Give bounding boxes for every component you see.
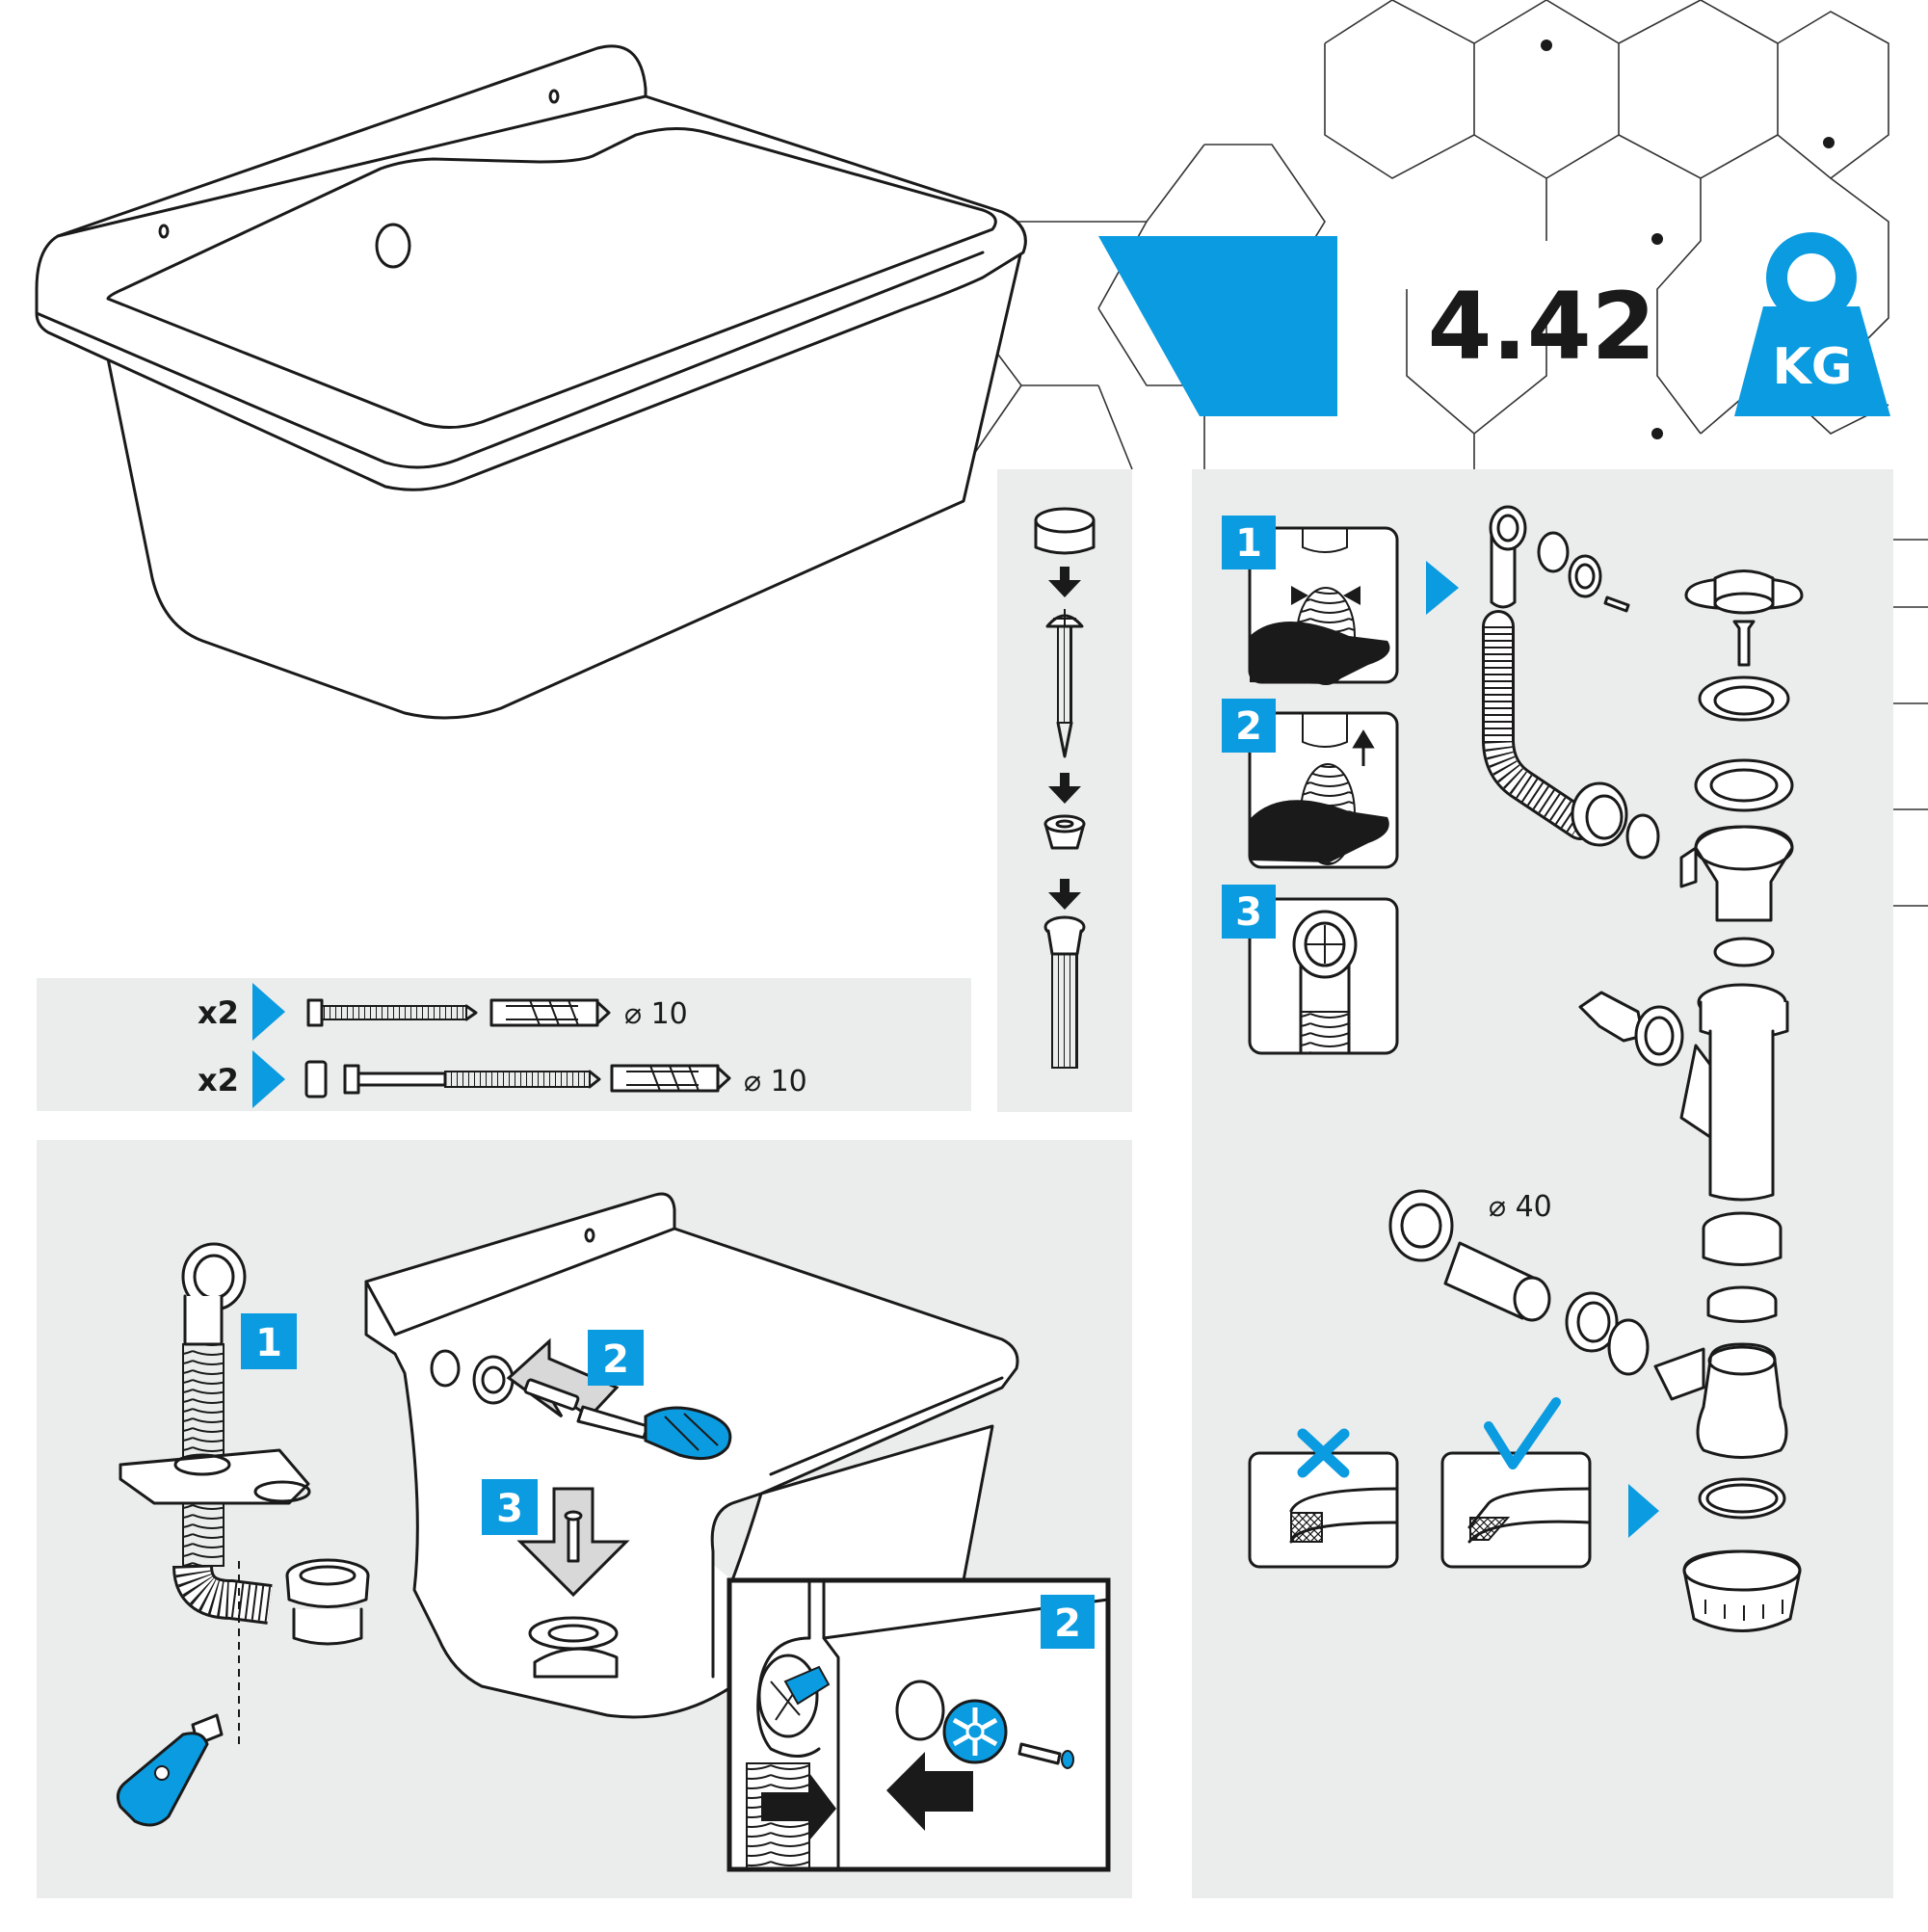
- drain-kit-panel: 1 2 3: [1192, 469, 1893, 1898]
- step-box-3: 3: [1222, 885, 1399, 1055]
- plug-stopper: [1713, 569, 1775, 667]
- weight-icon: KG: [1734, 232, 1890, 416]
- sink-overview: [35, 44, 1027, 720]
- arrow-right-icon: [1426, 561, 1459, 615]
- step-badge: 1: [1235, 521, 1262, 566]
- waste-pipe: ⌀ 40: [1388, 1189, 1650, 1376]
- fixing-diameter-1: ⌀ 10: [624, 997, 688, 1031]
- screwdriver-icon: 2: [506, 1330, 732, 1461]
- step-box-2: 2: [1222, 699, 1399, 869]
- step-badge: 2: [1054, 1601, 1081, 1646]
- bolt-icon: [343, 1064, 601, 1095]
- arrow-left-icon: [886, 1752, 973, 1831]
- pointer-arrow-icon: [1098, 236, 1337, 416]
- detail-inset: 2: [726, 1577, 1111, 1872]
- weight-value: 4.42: [1428, 273, 1656, 381]
- insert-arrow-icon: 3: [482, 1479, 630, 1598]
- drain-assembly: 1: [119, 1242, 370, 1744]
- gasket-wrong-box: [1248, 1428, 1399, 1569]
- grommet-icon: [1043, 814, 1086, 850]
- arrow-right-icon: [1262, 586, 1308, 605]
- arrow-down-icon: [1048, 879, 1081, 910]
- step-badge: 3: [1235, 890, 1262, 935]
- cap-icon: [1034, 507, 1096, 555]
- overflow-head: [1489, 505, 1630, 613]
- arrow-down-icon: [1048, 567, 1081, 597]
- wall-plug-icon: [610, 1064, 731, 1093]
- pipe-diameter: ⌀ 40: [1489, 1190, 1552, 1224]
- arrow-right-icon: [252, 983, 285, 1041]
- fixing-qty-1: x2: [198, 994, 239, 1031]
- wall-plug-icon: [489, 998, 611, 1027]
- step-box-1: 1: [1222, 516, 1399, 685]
- check-icon: [1484, 1397, 1561, 1469]
- overflow-screw-panel: [997, 469, 1132, 1112]
- step-badge: 2: [1235, 704, 1262, 749]
- step-badge: 2: [602, 1337, 629, 1382]
- arrow-right-icon: [761, 1773, 836, 1840]
- trap-nut: [1702, 1211, 1783, 1323]
- fixing-diameter-2: ⌀ 10: [744, 1065, 807, 1098]
- weight-unit: KG: [1773, 338, 1853, 396]
- utility-knife-icon: [116, 1713, 224, 1827]
- step-badge: 1: [255, 1321, 282, 1365]
- arrow-left-icon: [506, 1337, 620, 1418]
- arrow-right-icon: [1628, 1484, 1659, 1538]
- arrow-left-icon: [1343, 586, 1389, 605]
- screw-icon: [306, 998, 478, 1027]
- arrow-up-icon: [1352, 729, 1375, 766]
- arrow-down-icon: [1048, 773, 1081, 804]
- washer-icon: [304, 1060, 328, 1098]
- bottle-trap: [1653, 1342, 1802, 1632]
- standpipe-tee: [1679, 983, 1789, 1202]
- elbow-connector: [1578, 991, 1684, 1067]
- screw-icon: [1045, 609, 1084, 758]
- weight-indicator: 4.42 KG: [1098, 232, 1890, 416]
- fixing-qty-2: x2: [198, 1062, 239, 1098]
- cross-icon: [1297, 1428, 1350, 1478]
- gasket-right-box: [1440, 1397, 1592, 1569]
- plug-with-screw-icon: [1043, 915, 1086, 1069]
- fixings-panel: x2 ⌀ 10 x2 ⌀ 10: [37, 978, 971, 1111]
- step-badge: 3: [496, 1487, 523, 1531]
- corrugated-hose: [1482, 610, 1597, 840]
- hose-nut: [1571, 781, 1660, 860]
- installation-panel: 1 2: [37, 1140, 1132, 1898]
- arrow-right-icon: [252, 1050, 285, 1108]
